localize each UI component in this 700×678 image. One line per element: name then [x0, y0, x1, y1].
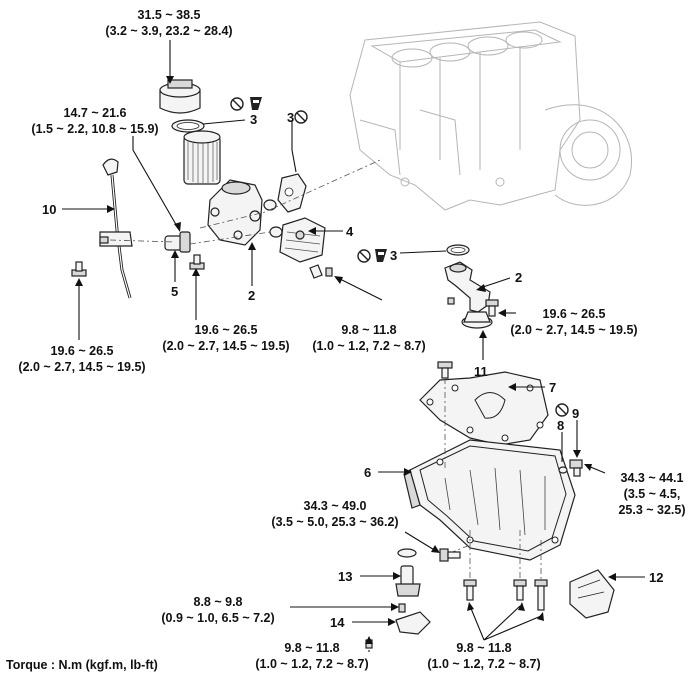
callout-12: 12 [649, 570, 663, 585]
drain-plug [569, 459, 583, 477]
svg-text:(3.5 ~ 5.0, 25.3 ~ 36.2): (3.5 ~ 5.0, 25.3 ~ 36.2) [271, 515, 398, 529]
torque-dipstick-bolt: 19.6 ~ 26.5 (2.0 ~ 2.7, 14.5 ~ 19.5) [18, 344, 145, 374]
svg-text:(0.9 ~ 1.0, 6.5 ~ 7.2): (0.9 ~ 1.0, 6.5 ~ 7.2) [161, 611, 274, 625]
sensor-bracket [395, 611, 431, 635]
torque-cooler-bolt: 9.8 ~ 11.8 (1.0 ~ 1.2, 7.2 ~ 8.7) [312, 323, 425, 353]
engine-block-outline [349, 21, 632, 211]
callout-3-gasket: 3 [287, 110, 294, 125]
no-reuse-icon [230, 97, 244, 111]
strainer-small-bolt [447, 297, 455, 305]
torque-pan-bolts-bottom: 9.8 ~ 11.8 (1.0 ~ 1.2, 7.2 ~ 8.7) [427, 641, 540, 671]
svg-text:31.5 ~ 38.5: 31.5 ~ 38.5 [138, 8, 201, 22]
torque-connector: 14.7 ~ 21.6 (1.5 ~ 2.2, 10.8 ~ 15.9) [31, 106, 158, 136]
new-part-icon [375, 249, 387, 262]
new-part-icon [250, 97, 262, 110]
callout-9: 9 [572, 406, 579, 421]
callout-11: 11 [474, 364, 488, 379]
oil-baffle-plate [419, 371, 549, 446]
oil-pan [403, 439, 576, 561]
strainer-bolt [485, 299, 499, 317]
svg-text:(3.5 ~ 4.5,: (3.5 ~ 4.5, [624, 487, 681, 501]
callout-7: 7 [549, 380, 556, 395]
callout-6: 6 [364, 465, 371, 480]
oil-dipstick [99, 158, 133, 299]
torque-strainer-bolt: 19.6 ~ 26.5 (2.0 ~ 2.7, 14.5 ~ 19.5) [510, 307, 637, 337]
callout-4: 4 [346, 224, 354, 239]
svg-text:9.8 ~ 11.8: 9.8 ~ 11.8 [284, 641, 339, 655]
svg-text:9.8 ~ 11.8: 9.8 ~ 11.8 [341, 323, 396, 337]
svg-text:19.6 ~ 26.5: 19.6 ~ 26.5 [543, 307, 606, 321]
cooler-bracket [309, 264, 323, 279]
callout-8: 8 [557, 418, 564, 433]
no-reuse-icon [357, 249, 371, 263]
o-ring-small-b [269, 226, 283, 238]
torque-pan-side-bolt: 34.3 ~ 49.0 (3.5 ~ 5.0, 25.3 ~ 36.2) [271, 499, 398, 529]
sensor-o-ring [397, 548, 417, 558]
svg-text:(1.0 ~ 1.2, 7.2 ~ 8.7): (1.0 ~ 1.2, 7.2 ~ 8.7) [255, 657, 368, 671]
torque-units-label: Torque : N.m (kgf.m, lb-ft) [6, 658, 158, 672]
callout-2-housing: 2 [248, 288, 255, 303]
svg-text:25.3 ~ 32.5): 25.3 ~ 32.5) [618, 503, 685, 517]
svg-text:(2.0 ~ 2.7, 14.5 ~ 19.5): (2.0 ~ 2.7, 14.5 ~ 19.5) [18, 360, 145, 374]
o-ring-small-a [263, 199, 277, 211]
torque-sensor-screw: 8.8 ~ 9.8 (0.9 ~ 1.0, 6.5 ~ 7.2) [161, 595, 274, 625]
cooler-bolt [325, 267, 333, 277]
callout-3-top: 3 [250, 112, 257, 127]
arrow-cap [166, 76, 174, 84]
oil-connector [164, 231, 191, 253]
sensor-screw [398, 603, 406, 613]
oil-strainer [444, 261, 493, 329]
pan-side-bolt [439, 548, 461, 562]
no-reuse-icon [555, 403, 569, 417]
torque-drain-plug: 34.3 ~ 44.1 (3.5 ~ 4.5, 25.3 ~ 32.5) [618, 471, 685, 517]
torque-oil-filter-cap: 31.5 ~ 38.5 (3.2 ~ 3.9, 23.2 ~ 28.4) [105, 8, 232, 38]
svg-text:(1.5 ~ 2.2, 10.8 ~ 15.9): (1.5 ~ 2.2, 10.8 ~ 15.9) [31, 122, 158, 136]
svg-text:(3.2 ~ 3.9, 23.2 ~ 28.4): (3.2 ~ 3.9, 23.2 ~ 28.4) [105, 24, 232, 38]
oil-filter-element [183, 130, 221, 185]
svg-text:19.6 ~ 26.5: 19.6 ~ 26.5 [51, 344, 114, 358]
callout-13: 13 [338, 569, 352, 584]
oil-filter-cap [159, 79, 201, 114]
baffle-bolt [437, 361, 453, 379]
drain-plug-gasket [558, 466, 568, 474]
svg-text:9.8 ~ 11.8: 9.8 ~ 11.8 [456, 641, 511, 655]
oil-pan-cover [569, 569, 615, 619]
torque-level-sensor-bolt: 9.8 ~ 11.8 (1.0 ~ 1.2, 7.2 ~ 8.7) [255, 641, 368, 671]
svg-text:(2.0 ~ 2.7, 14.5 ~ 19.5): (2.0 ~ 2.7, 14.5 ~ 19.5) [162, 339, 289, 353]
callout-2-strainer: 2 [515, 270, 522, 285]
no-reuse-icon [294, 110, 308, 124]
svg-text:34.3 ~ 49.0: 34.3 ~ 49.0 [304, 499, 367, 513]
svg-text:14.7 ~ 21.6: 14.7 ~ 21.6 [64, 106, 127, 120]
oil-cooler [279, 217, 326, 263]
svg-text:19.6 ~ 26.5: 19.6 ~ 26.5 [195, 323, 258, 337]
svg-text:(1.0 ~ 1.2, 7.2 ~ 8.7): (1.0 ~ 1.2, 7.2 ~ 8.7) [312, 339, 425, 353]
oil-filter-housing [207, 179, 263, 246]
svg-text:8.8 ~ 9.8: 8.8 ~ 9.8 [194, 595, 243, 609]
callout-10: 10 [42, 202, 56, 217]
pan-bolts-bottom [463, 579, 548, 611]
housing-bolt [189, 254, 205, 270]
torque-housing-bolt: 19.6 ~ 26.5 (2.0 ~ 2.7, 14.5 ~ 19.5) [162, 323, 289, 353]
svg-text:(1.0 ~ 1.2, 7.2 ~ 8.7): (1.0 ~ 1.2, 7.2 ~ 8.7) [427, 657, 540, 671]
callout-5: 5 [171, 284, 178, 299]
svg-text:(2.0 ~ 2.7, 14.5 ~ 19.5): (2.0 ~ 2.7, 14.5 ~ 19.5) [510, 323, 637, 337]
dipstick-bolt [71, 261, 87, 277]
callout-14: 14 [330, 615, 345, 630]
oil-level-sensor [395, 565, 421, 597]
callout-3-strainer: 3 [390, 248, 397, 263]
svg-text:34.3 ~ 44.1: 34.3 ~ 44.1 [621, 471, 684, 485]
